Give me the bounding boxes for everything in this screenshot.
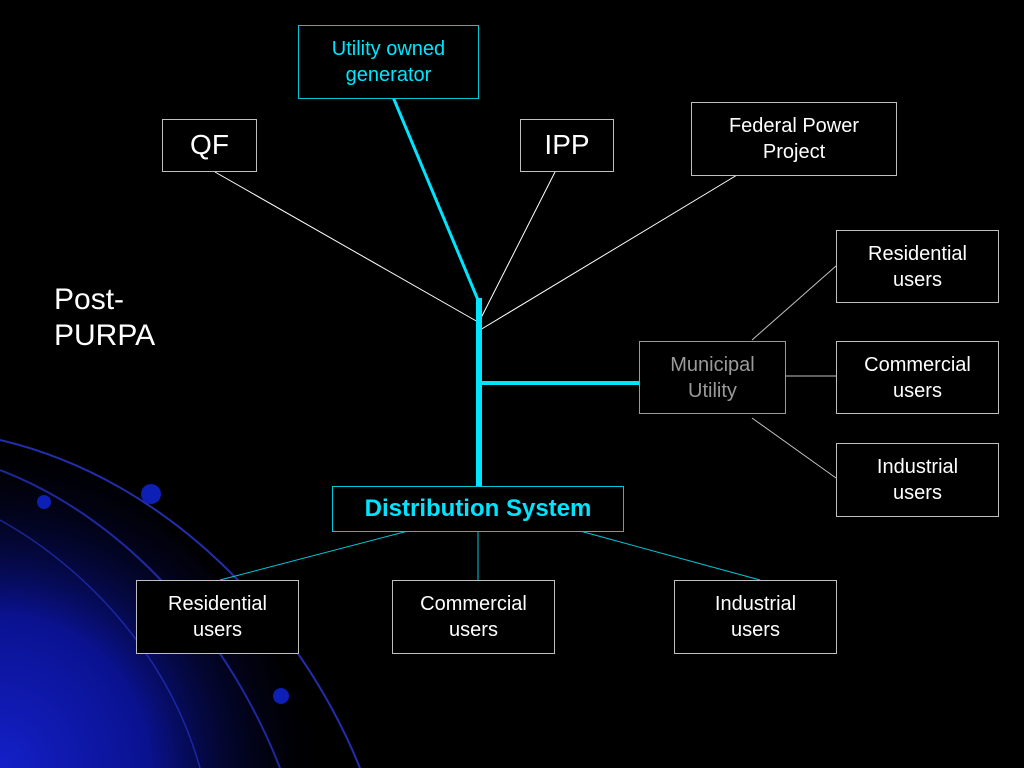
qf-node: QF — [162, 119, 257, 172]
federal-power-label: Federal Power Project — [728, 115, 860, 163]
mu-residential-label: Residential users — [868, 242, 967, 291]
line-mu-industrial — [751, 417, 837, 479]
ds-industrial-label: Industrial users — [714, 593, 797, 641]
ipp-node: IPP — [520, 119, 614, 172]
distribution-system-label: Distribution System — [364, 495, 592, 523]
ds-industrial-node: Industrial users — [674, 580, 837, 654]
ds-residential-node: Residential users — [136, 580, 299, 654]
municipal-utility-node: Municipal Utility — [639, 341, 786, 414]
line-ds-residential — [219, 530, 409, 581]
ds-residential-label: Residential users — [168, 593, 267, 641]
line-utility-generator — [391, 96, 480, 301]
mu-residential-node: Residential users — [836, 230, 999, 303]
line-ipp — [479, 171, 556, 321]
distribution-system-node: Distribution System — [332, 486, 624, 532]
line-ds-industrial — [579, 530, 761, 581]
line-qf — [214, 171, 479, 323]
mu-commercial-node: Commercial users — [836, 341, 999, 414]
post-purpa-label: Post- PURPA — [54, 283, 156, 352]
ipp-label: IPP — [544, 129, 590, 161]
mu-industrial-node: Industrial users — [836, 443, 999, 517]
qf-label: QF — [190, 129, 229, 161]
ds-commercial-label: Commercial users — [420, 593, 527, 641]
utility-generator-label: Utility owned generator — [331, 38, 446, 86]
utility-generator-node: Utility owned generator — [298, 25, 479, 99]
line-mu-residential — [751, 265, 837, 341]
federal-power-node: Federal Power Project — [691, 102, 897, 176]
mu-commercial-label: Commercial users — [864, 353, 971, 402]
line-federal — [479, 171, 743, 331]
mu-industrial-label: Industrial users — [876, 456, 959, 504]
municipal-utility-label: Municipal Utility — [670, 353, 755, 402]
ds-commercial-node: Commercial users — [392, 580, 555, 654]
